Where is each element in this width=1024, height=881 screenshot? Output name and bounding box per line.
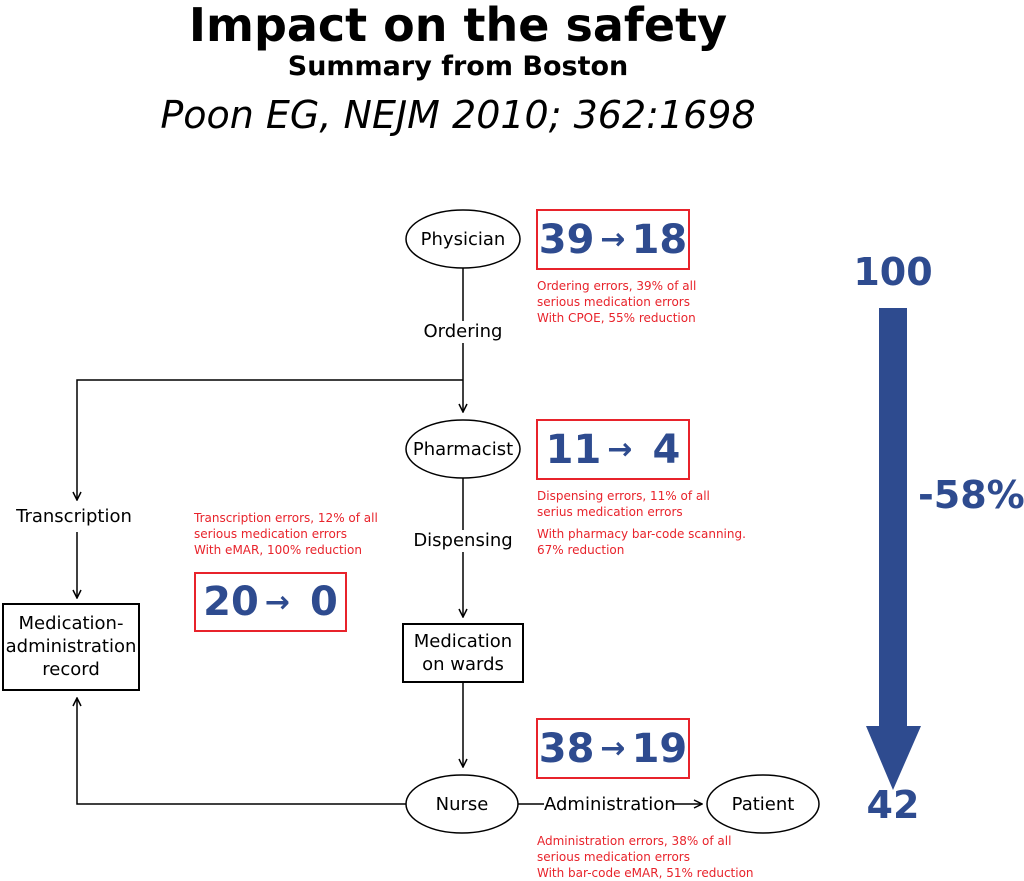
patient-label: Patient	[731, 794, 795, 815]
administration-stat-box: 38 → 19	[536, 718, 690, 779]
transcription-after: 0	[309, 579, 338, 625]
reduction-arrow-head	[866, 726, 921, 790]
ordering-before: 39	[538, 216, 595, 263]
arrow-icon: →	[600, 731, 626, 766]
patient-node	[706, 774, 820, 834]
dispensing-extra-note: With pharmacy bar-code scanning. 67% red…	[537, 526, 746, 558]
note-line: Dispensing errors, 11% of all	[537, 489, 710, 503]
dispensing-before: 11	[545, 426, 602, 473]
medication-wards-label: Medication on wards	[403, 630, 523, 676]
ordering-after: 18	[631, 216, 688, 263]
administration-note: Administration errors, 38% of all seriou…	[537, 833, 754, 881]
mar-line1: Medication-	[18, 613, 124, 634]
note-line: serious medication errors	[537, 850, 690, 864]
transcription-label: Transcription	[10, 506, 138, 528]
page-subtitle: Summary from Boston	[287, 51, 629, 82]
reduction-arrow-shaft	[879, 308, 907, 728]
note-line: Administration errors, 38% of all	[537, 834, 732, 848]
note-line: serious medication errors	[194, 527, 347, 541]
note-line: 67% reduction	[537, 543, 625, 557]
note-line: With CPOE, 55% reduction	[537, 311, 696, 325]
transcription-branch	[77, 379, 463, 500]
mar-line3: record	[42, 659, 100, 680]
administration-label: Administration	[544, 794, 676, 816]
dispensing-label: Dispensing	[410, 530, 516, 552]
transcription-before: 20	[203, 579, 259, 625]
summary-start: 100	[853, 250, 933, 294]
ordering-label: Ordering	[418, 321, 508, 343]
medication-wards-line1: Medication	[413, 631, 513, 652]
citation: Poon EG, NEJM 2010; 362:1698	[160, 93, 756, 137]
summary-end: 42	[866, 783, 920, 827]
note-line: With eMAR, 100% reduction	[194, 543, 362, 557]
physician-label: Physician	[420, 229, 506, 250]
note-line: With pharmacy bar-code scanning.	[537, 527, 746, 541]
dispensing-after: 4	[652, 426, 681, 473]
note-line: serious medication errors	[537, 295, 690, 309]
note-line: serius medication errors	[537, 505, 683, 519]
page-title: Impact on the safety	[188, 0, 728, 52]
ordering-note: Ordering errors, 39% of all serious medi…	[537, 278, 696, 326]
note-line: Ordering errors, 39% of all	[537, 279, 697, 293]
arrow-icon: →	[264, 584, 290, 620]
mar-node	[2, 603, 140, 691]
transcription-stat-box: 20 → 0	[194, 572, 347, 632]
pharmacist-label: Pharmacist	[412, 439, 514, 460]
nurse-label: Nurse	[435, 794, 489, 815]
medication-wards-line2: on wards	[422, 654, 504, 675]
note-line: With bar-code eMAR, 51% reduction	[537, 866, 754, 880]
transcription-note: Transcription errors, 12% of all serious…	[194, 510, 378, 558]
note-line: Transcription errors, 12% of all	[194, 511, 378, 525]
summary-change: -58%	[918, 473, 1024, 517]
mar-label: Medication- administration record	[3, 612, 139, 681]
ordering-stat-box: 39 → 18	[536, 209, 690, 270]
nurse-to-mar-edge	[77, 698, 406, 805]
administration-after: 19	[631, 725, 688, 772]
mar-line2: administration	[5, 636, 137, 657]
arrow-icon: →	[607, 432, 633, 467]
dispensing-note: Dispensing errors, 11% of all serius med…	[537, 488, 710, 520]
administration-before: 38	[538, 725, 595, 772]
arrow-icon: →	[600, 222, 626, 257]
dispensing-stat-box: 11 → 4	[536, 419, 690, 480]
